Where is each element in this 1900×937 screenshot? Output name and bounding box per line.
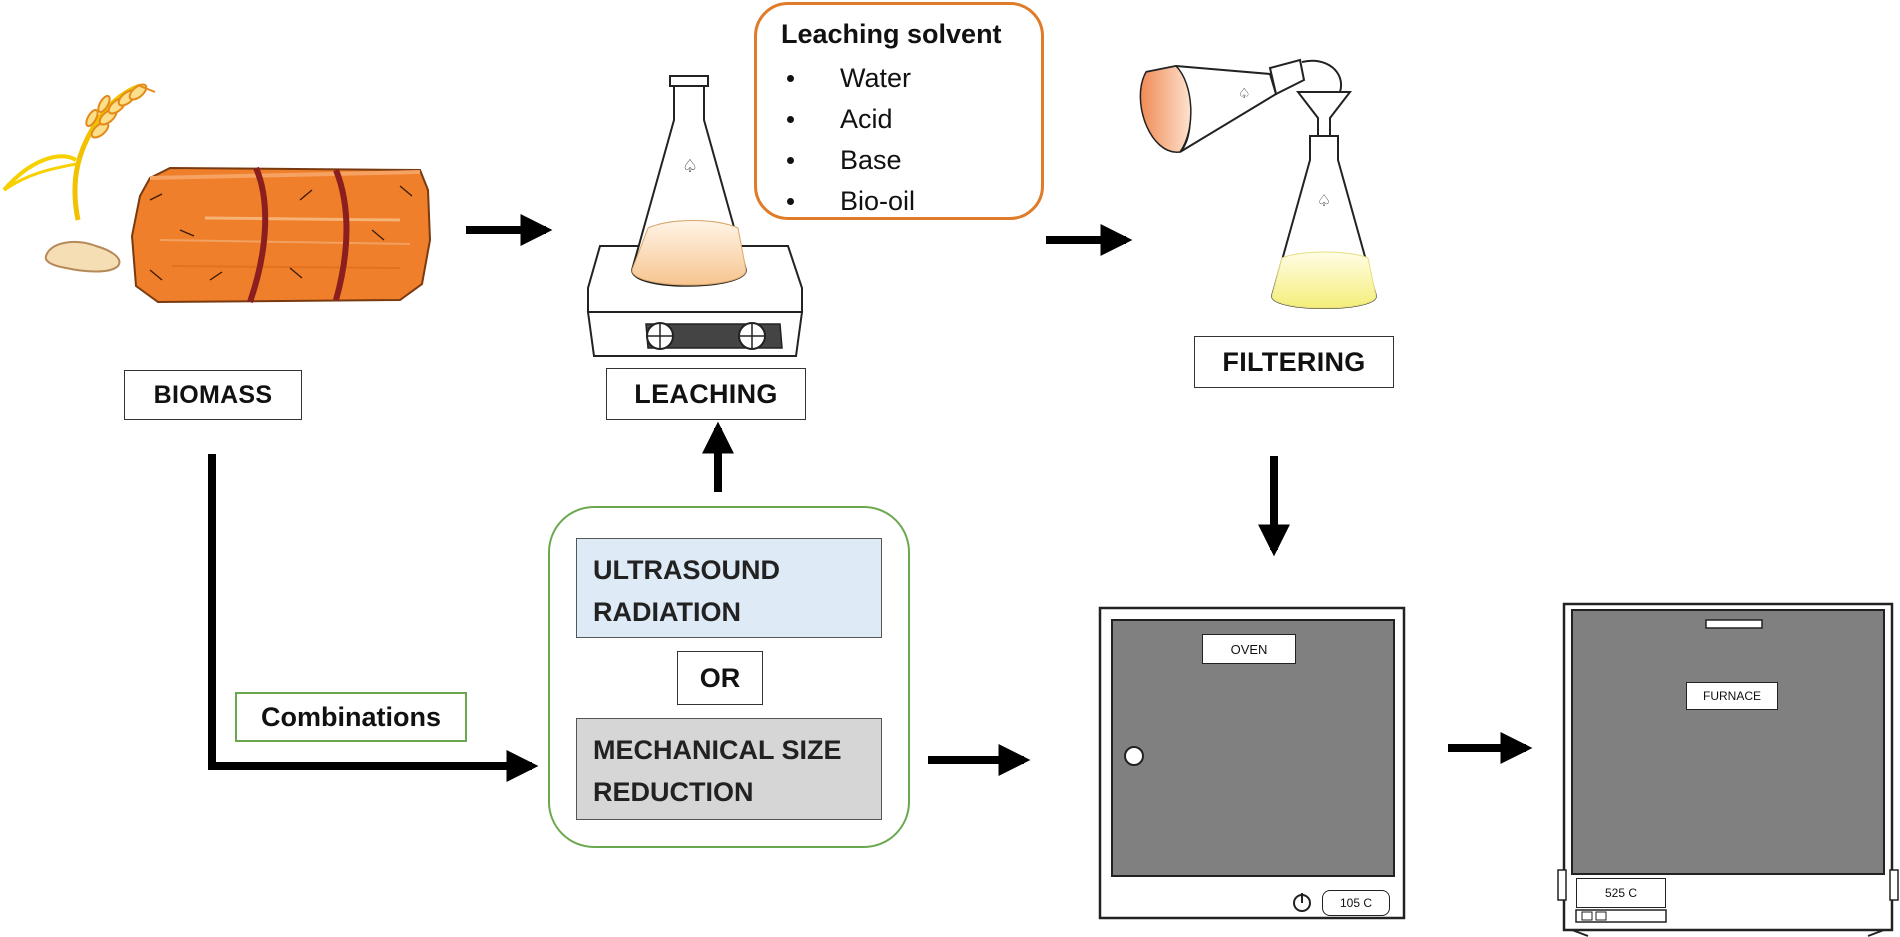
bullet-icon bbox=[787, 198, 794, 205]
arrow-biomass-to-pretreatment bbox=[208, 454, 539, 782]
furnace-temperature-display: 525 C bbox=[1576, 878, 1666, 908]
ultrasound-radiation-option: ULTRASOUND RADIATION bbox=[576, 538, 882, 638]
biomass-label: BIOMASS bbox=[124, 370, 302, 420]
svg-text:♤: ♤ bbox=[1317, 191, 1331, 210]
solvent-item-bio-oil: Bio-oil bbox=[781, 181, 1041, 222]
mechanical-size-reduction-option: MECHANICAL SIZE REDUCTION bbox=[576, 718, 882, 820]
svg-text:♤: ♤ bbox=[682, 156, 698, 177]
svg-text:♤: ♤ bbox=[1238, 86, 1251, 102]
oven-label: OVEN bbox=[1202, 634, 1296, 664]
or-label: OR bbox=[677, 651, 763, 705]
furnace-label: FURNACE bbox=[1686, 682, 1778, 710]
bullet-icon bbox=[787, 116, 794, 123]
furnace-illustration bbox=[1557, 602, 1899, 937]
stirring-hotplate-flask-illustration: ♤ bbox=[586, 75, 804, 357]
filtering-label: FILTERING bbox=[1194, 336, 1394, 388]
leaching-solvent-box: Leaching solvent Water Acid Base Bio-oil bbox=[754, 2, 1044, 220]
leaching-solvent-list: Water Acid Base Bio-oil bbox=[781, 58, 1041, 222]
leaching-solvent-title: Leaching solvent bbox=[781, 19, 1002, 49]
combinations-label: Combinations bbox=[235, 692, 467, 742]
power-icon bbox=[1293, 893, 1311, 912]
pretreatment-box: ULTRASOUND RADIATION OR MECHANICAL SIZE … bbox=[548, 506, 910, 848]
leaching-label: LEACHING bbox=[606, 368, 806, 420]
biomass-illustration bbox=[2, 83, 432, 304]
oven-temperature-display: 105 C bbox=[1322, 890, 1390, 916]
filtering-illustration: ♤ ♤ bbox=[1139, 58, 1378, 309]
solvent-item-base: Base bbox=[781, 140, 1041, 181]
solvent-item-water: Water bbox=[781, 58, 1041, 99]
solvent-item-acid: Acid bbox=[781, 99, 1041, 140]
bullet-icon bbox=[787, 75, 794, 82]
bullet-icon bbox=[787, 157, 794, 164]
